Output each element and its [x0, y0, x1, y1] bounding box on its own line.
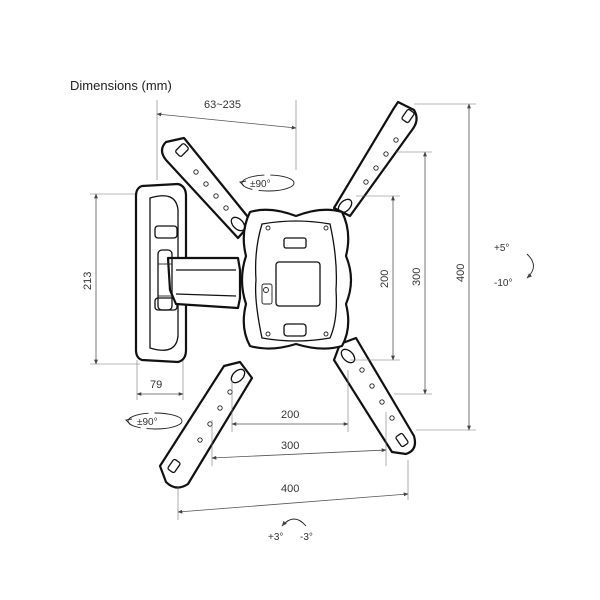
- swivel-top-label: ±90°: [250, 179, 271, 190]
- swivel-top-indicator: ±90°: [239, 174, 295, 192]
- arm-upper-right: [332, 100, 418, 218]
- level-adjust-indicator: +3° -3°: [268, 518, 313, 543]
- swivel-bottom-label: ±90°: [137, 417, 158, 428]
- arm-lower-right: [332, 336, 417, 456]
- vesa-horizontal-200-dimension: 200: [231, 370, 349, 432]
- vesa-horizontal-300-label: 300: [281, 440, 299, 452]
- tv-plate: [240, 208, 353, 350]
- vesa-vertical-400-label: 400: [455, 264, 467, 282]
- wall-plate-height-dimension: 213: [82, 193, 140, 365]
- diagram-title: Dimensions (mm): [70, 78, 172, 93]
- wall-depth-dimension: 79: [136, 360, 184, 400]
- arm-reach-dimension: 63~235: [156, 99, 297, 180]
- level-minus-label: -3°: [300, 532, 313, 543]
- vesa-vertical-300-dimension: 300: [394, 151, 432, 395]
- vesa-horizontal-400-label: 400: [281, 483, 299, 495]
- vesa-vertical-300-label: 300: [411, 268, 423, 286]
- wall-plate-height-label: 213: [82, 272, 94, 290]
- vesa-vertical-200-dimension: 200: [350, 195, 400, 361]
- arm-lower-left: [158, 360, 254, 489]
- vesa-horizontal-400-dimension: 400: [177, 460, 409, 520]
- wall-depth-label: 79: [150, 379, 162, 391]
- vesa-horizontal-200-label: 200: [281, 409, 299, 421]
- tilt-indicator: +5° -10°: [494, 243, 534, 289]
- tilt-up-label: +5°: [494, 243, 509, 254]
- tilt-down-label: -10°: [494, 278, 512, 289]
- swivel-bottom-indicator: ±90°: [125, 412, 183, 430]
- vesa-vertical-400-dimension: 400: [414, 103, 476, 431]
- level-plus-label: +3°: [268, 532, 283, 543]
- articulating-arm: [157, 249, 242, 311]
- arm-reach-label: 63~235: [204, 99, 241, 111]
- vesa-horizontal-300-dimension: 300: [211, 412, 387, 466]
- vesa-vertical-200-label: 200: [379, 270, 391, 288]
- wall-plate: [134, 182, 188, 364]
